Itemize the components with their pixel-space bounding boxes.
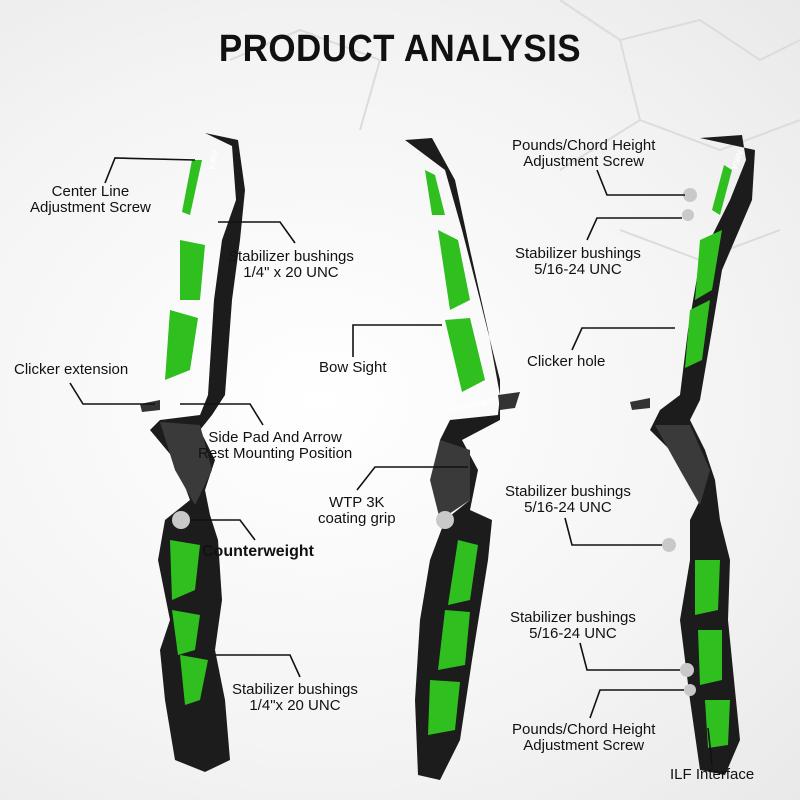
label-stab-left-bottom: Stabilizer bushings 1/4"x 20 UNC bbox=[232, 682, 358, 714]
label-center-line: Center Line Adjustment Screw bbox=[30, 184, 151, 216]
label-line: Adjustment Screw bbox=[523, 737, 645, 754]
label-line: Adjustment Screw bbox=[523, 153, 645, 170]
label-stab-right-mid: Stabilizer bushings 5/16-24 UNC bbox=[505, 484, 631, 516]
label-line: coating grip bbox=[318, 510, 396, 527]
label-line: Stabilizer bushings bbox=[515, 245, 641, 262]
leader-clicker-extension bbox=[69, 382, 155, 405]
label-line: 5/16-24 UNC bbox=[524, 499, 612, 516]
label-stab-left-top: Stabilizer bushings 1/4" x 20 UNC bbox=[228, 249, 354, 281]
left-bow: NIKA bbox=[140, 133, 245, 772]
label-line: Rest Mounting Position bbox=[198, 445, 353, 462]
leader-side-pad bbox=[180, 403, 264, 426]
label-line: Pounds/Chord Height bbox=[512, 137, 656, 154]
label-line: Pounds/Chord Height bbox=[512, 721, 656, 738]
label-pounds-bottom: Pounds/Chord Height Adjustment Screw bbox=[512, 722, 655, 754]
leader-clicker-hole bbox=[571, 327, 675, 351]
label-line: 5/16-24 UNC bbox=[534, 261, 622, 278]
label-counterweight: Counterweight bbox=[202, 544, 314, 560]
label-line: Side Pad And Arrow bbox=[208, 429, 342, 446]
label-line: Bow Sight bbox=[319, 359, 387, 376]
leader-stab-right-top bbox=[586, 217, 682, 241]
label-wtp-grip: WTP 3K coating grip bbox=[318, 495, 396, 527]
leader-center-line bbox=[104, 157, 196, 184]
label-line: ILF Interface bbox=[670, 766, 755, 783]
label-line: 1/4" x 20 UNC bbox=[243, 264, 339, 281]
label-line: WTP 3K bbox=[328, 494, 385, 511]
leader-counterweight bbox=[190, 519, 256, 541]
label-ilf: ILF Interface bbox=[670, 767, 754, 783]
label-clicker-extension: Clicker extension bbox=[14, 362, 128, 378]
leader-wtp-grip bbox=[356, 466, 468, 491]
leader-stab-left-top bbox=[218, 221, 296, 244]
right-bow: NIKA bbox=[630, 135, 755, 775]
leader-ilf bbox=[707, 727, 713, 766]
leader-bow-sight bbox=[352, 324, 442, 357]
leader-stab-left-bottom bbox=[215, 654, 301, 678]
label-line: Stabilizer bushings bbox=[228, 248, 354, 265]
label-line: Clicker hole bbox=[527, 353, 606, 370]
label-bow-sight: Bow Sight bbox=[319, 360, 387, 376]
label-line: Stabilizer bushings bbox=[510, 609, 636, 626]
label-stab-right-top: Stabilizer bushings 5/16-24 UNC bbox=[515, 246, 641, 278]
label-stab-right-low: Stabilizer bushings 5/16-24 UNC bbox=[510, 610, 636, 642]
label-line: Stabilizer bushings bbox=[505, 483, 631, 500]
label-clicker-hole: Clicker hole bbox=[527, 354, 605, 370]
label-line: Center Line bbox=[51, 183, 130, 200]
page-title: PRODUCT ANALYSIS bbox=[218, 28, 582, 70]
label-line: 1/4"x 20 UNC bbox=[249, 697, 341, 714]
leader-pounds-bottom bbox=[589, 689, 684, 719]
leader-stab-right-low bbox=[579, 642, 680, 671]
left-bow-brand-mark: NIKA bbox=[207, 150, 219, 171]
leader-stab-right-mid bbox=[564, 517, 662, 546]
label-side-pad: Side Pad And Arrow Rest Mounting Positio… bbox=[198, 430, 352, 462]
label-line: Clicker extension bbox=[14, 361, 129, 378]
label-line: Adjustment Screw bbox=[30, 199, 151, 216]
label-line: Counterweight bbox=[202, 543, 314, 560]
label-line: 5/16-24 UNC bbox=[529, 625, 617, 642]
label-line: Stabilizer bushings bbox=[232, 681, 358, 698]
label-pounds-top: Pounds/Chord Height Adjustment Screw bbox=[512, 138, 655, 170]
leader-pounds-top bbox=[596, 169, 685, 196]
